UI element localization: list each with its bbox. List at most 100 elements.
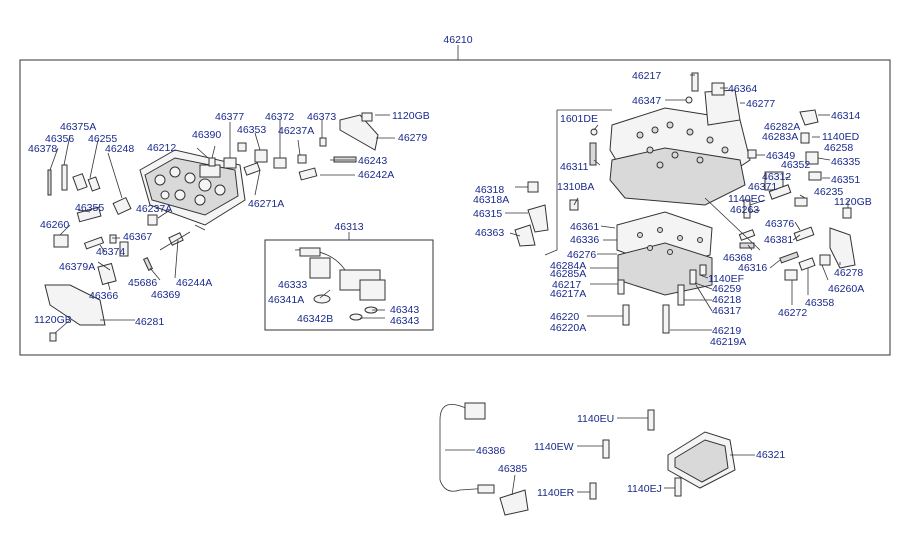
part-label: 46220A [550, 322, 586, 334]
part-label: 46220 [550, 311, 579, 323]
part-label: 46368 [723, 252, 752, 264]
part-label: 46378 [28, 143, 57, 155]
part-label: 46217A [550, 288, 586, 300]
part-label: 46381 [764, 234, 793, 246]
part-label: 1120GB [834, 196, 872, 208]
part-label: 46312 [762, 171, 791, 183]
part-label: 46219A [710, 336, 746, 348]
valve-body-right [609, 89, 751, 296]
part-label: 46349 [766, 150, 795, 162]
part-label: 46237A [136, 203, 172, 215]
part-label: 46366 [89, 290, 118, 302]
part-label: 46255 [88, 133, 117, 145]
part-label: 46342B [297, 313, 333, 325]
part-label: 1140EC [728, 193, 766, 205]
valve-body-left [139, 149, 246, 226]
part-label: 46351 [831, 174, 860, 186]
part-label: 46314 [831, 110, 860, 122]
part-label: 46217 [552, 279, 581, 291]
part-label: 46367 [123, 231, 152, 243]
part-label: 46259 [712, 283, 741, 295]
part-label: 46263 [730, 204, 759, 216]
part-label: 1140EW [534, 441, 574, 453]
part-labels: 46210 46375A 46356 46255 46378 46248 463… [28, 34, 872, 499]
part-label: 46353 [237, 124, 266, 136]
part-label: 46219 [712, 325, 741, 337]
part-label: 46235 [814, 186, 843, 198]
sub-assembly-frame [264, 232, 434, 331]
part-label: 46244A [176, 277, 212, 289]
part-label: 46371 [748, 181, 777, 193]
part-label: 46282A [764, 121, 800, 133]
part-label: 46377 [215, 111, 244, 123]
part-label: 46375A [60, 121, 96, 133]
part-label: 46218 [712, 294, 741, 306]
part-label: 46361 [570, 221, 599, 233]
part-label: 46373 [307, 111, 336, 123]
part-label: 46363 [475, 227, 504, 239]
part-label: 46284A [550, 260, 586, 272]
part-label: 46315 [473, 208, 502, 220]
part-label: 46212 [147, 142, 176, 154]
part-label: 46343 [390, 304, 419, 316]
harness-46386 [439, 402, 495, 494]
part-label: 46333 [278, 279, 307, 291]
part-label: 46277 [746, 98, 775, 110]
part-label: 1120GB [392, 110, 430, 122]
part-label: 46279 [398, 132, 427, 144]
part-label: 46321 [756, 449, 785, 461]
right-small-parts [514, 72, 856, 334]
part-label: 46258 [824, 142, 853, 154]
part-label: 46281 [135, 316, 164, 328]
left-small-parts [44, 112, 379, 342]
part-label: 46343 [390, 315, 419, 327]
part-label: 1140EU [577, 413, 614, 425]
part-label: 46386 [476, 445, 505, 457]
part-label: 46352 [781, 159, 810, 171]
part-label: 1601DE [560, 113, 598, 125]
part-label: 46217 [632, 70, 661, 82]
filter-46321 [667, 431, 736, 489]
part-label: 46237A [278, 125, 314, 137]
part-label: 46242A [358, 169, 394, 181]
part-label: 46278 [834, 267, 863, 279]
part-label: 46356 [45, 133, 74, 145]
part-label: 46355 [75, 202, 104, 214]
part-label: 1310BA [557, 181, 594, 193]
part-label: 1140EF [708, 273, 744, 285]
part-label: 46335 [831, 156, 860, 168]
part-label: 46243 [358, 155, 387, 167]
part-label: 46376 [765, 218, 794, 230]
part-label: 46311 [560, 161, 589, 173]
part-label: 46364 [728, 83, 757, 95]
part-label: 46260 [40, 219, 69, 231]
part-label: 46285A [550, 268, 586, 280]
part-label: 46374 [96, 246, 125, 258]
part-label: 46379A [59, 261, 95, 273]
part-label: 46369 [151, 289, 180, 301]
bolts-lower [589, 409, 682, 500]
part-label: 46336 [570, 234, 599, 246]
part-label: 46316 [738, 262, 767, 274]
part-label: 46313 [334, 221, 363, 233]
part-label: 46260A [828, 283, 864, 295]
part-label: 1140ER [537, 487, 575, 499]
solenoid-assembly [294, 247, 386, 321]
part-label: 46358 [805, 297, 834, 309]
leader-lines [49, 74, 849, 496]
part-label: 46271A [248, 198, 284, 210]
part-label: 46276 [567, 249, 596, 261]
part-label: 46317 [712, 305, 741, 317]
part-label: 1140EJ [627, 483, 662, 495]
main-assembly-frame [19, 45, 891, 356]
part-label: 46385 [498, 463, 527, 475]
part-label: 46318 [475, 184, 504, 196]
bracket-46385 [499, 489, 529, 516]
part-label: 46341A [268, 294, 304, 306]
part-label: 46372 [265, 111, 294, 123]
part-label: 46283A [762, 131, 798, 143]
part-label: 46248 [105, 143, 134, 155]
part-label: 46210 [443, 34, 472, 46]
part-label: 1120GB [34, 314, 72, 326]
